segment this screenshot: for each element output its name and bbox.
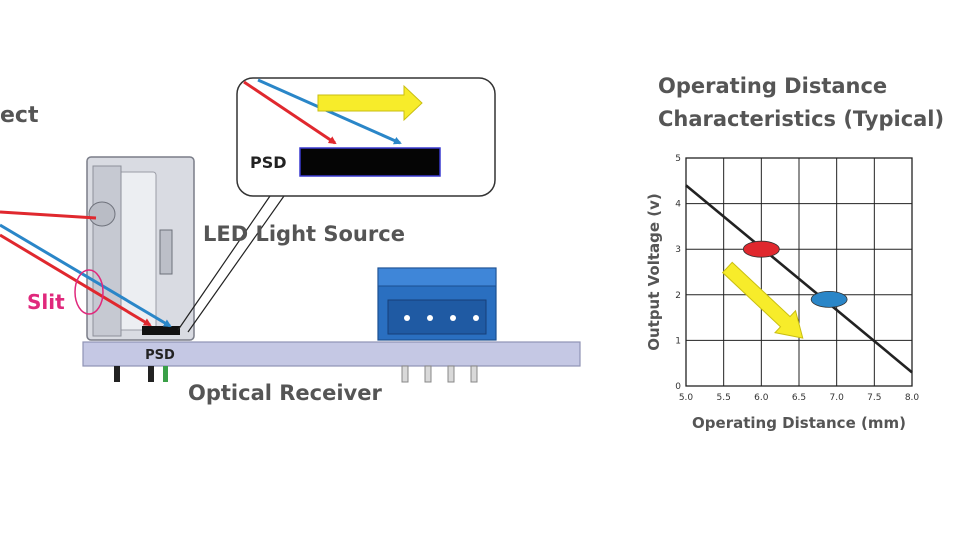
red-reflected-beam xyxy=(0,233,152,327)
y-tick-label: 5 xyxy=(675,154,681,164)
connector-lead xyxy=(447,365,455,383)
y-tick-label: 2 xyxy=(675,291,681,301)
psd-chip xyxy=(142,326,180,335)
psd-bar xyxy=(299,147,441,177)
sensor-housing-front xyxy=(92,165,122,337)
x-tick-label: 7.0 xyxy=(830,393,845,403)
y-tick-label: 4 xyxy=(675,200,681,210)
circuit-board xyxy=(82,341,581,367)
callout-yellow-arrow xyxy=(317,84,423,122)
blue-operating-point xyxy=(810,290,848,308)
object-label: ect xyxy=(0,103,39,128)
sensor-window xyxy=(159,229,173,275)
trend-arrow-shape xyxy=(721,261,804,339)
led-light-source-label: LED Light Source xyxy=(203,222,405,246)
y-tick-label: 3 xyxy=(675,245,681,255)
connector-top xyxy=(377,267,497,287)
trend-arrow xyxy=(721,261,804,339)
led-lens xyxy=(88,201,116,227)
x-tick-label: 8.0 xyxy=(905,393,920,403)
sensor-pin xyxy=(163,366,168,382)
connector-lead xyxy=(470,365,478,383)
chart-title-line-1: Operating Distance xyxy=(658,74,887,98)
psd-chip-label: PSD xyxy=(145,348,175,363)
callout-red-beam xyxy=(243,80,337,145)
sensor-pin xyxy=(148,366,154,382)
x-tick-label: 7.5 xyxy=(867,393,881,403)
chart-title-line-2: Characteristics (Typical) xyxy=(658,107,944,131)
voltage-distance-line xyxy=(685,184,913,374)
x-axis-label: Operating Distance (mm) xyxy=(692,414,906,432)
blue-reflected-beam xyxy=(0,223,172,328)
slit-highlight xyxy=(74,269,104,315)
connector-cavity xyxy=(387,299,487,335)
x-tick-label: 6.0 xyxy=(754,393,769,403)
callout-pointer xyxy=(187,195,285,333)
connector-pin-hole xyxy=(404,315,410,321)
sensor-pin xyxy=(114,366,120,382)
slit-label: Slit xyxy=(27,290,65,314)
x-tick-label: 5.0 xyxy=(679,393,694,403)
connector-lead xyxy=(424,365,432,383)
connector-pin-hole xyxy=(427,315,433,321)
psd-inset-label: PSD xyxy=(250,153,287,172)
operating-distance-chart: Operating Distance Characteristics (Typi… xyxy=(645,74,944,432)
red-operating-point xyxy=(742,240,780,258)
connector-pin-hole xyxy=(450,315,456,321)
y-tick-label: 0 xyxy=(675,382,681,392)
plot-frame xyxy=(685,157,913,387)
x-tick-label: 6.5 xyxy=(792,393,806,403)
x-tick-label: 5.5 xyxy=(717,393,731,403)
connector-lead xyxy=(401,365,409,383)
callout-pointer xyxy=(177,195,271,331)
y-tick-label: 1 xyxy=(675,336,681,346)
connector-pin-hole xyxy=(473,315,479,321)
optical-receiver-label: Optical Receiver xyxy=(188,381,382,405)
emitted-beam xyxy=(0,210,97,220)
y-axis-label: Output Voltage (v) xyxy=(645,193,663,351)
